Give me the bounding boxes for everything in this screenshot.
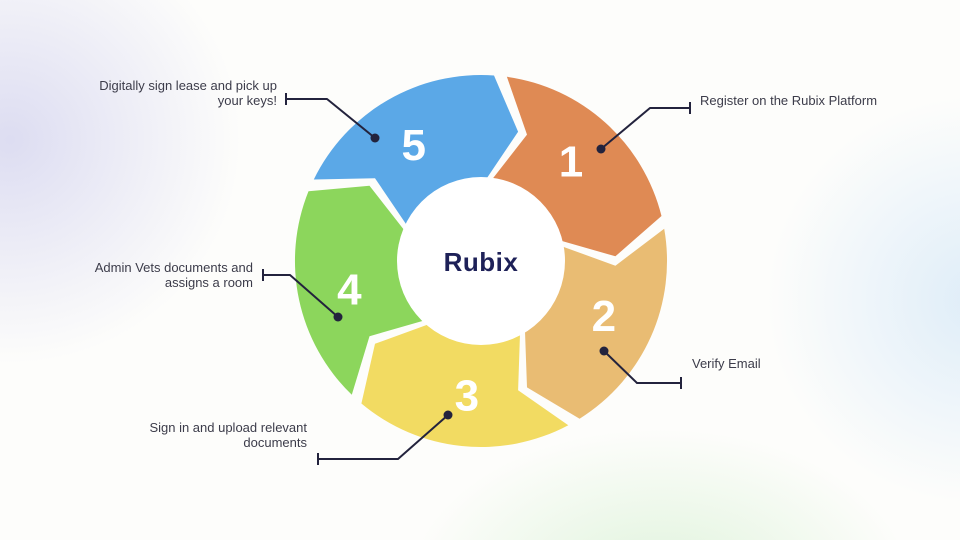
- annotation-step-3-text-line-1: Sign in and upload relevant: [149, 420, 307, 435]
- leader-path-1: [600, 107, 690, 150]
- annotation-step-2: Verify Email: [692, 356, 761, 371]
- center-label: Rubix: [444, 247, 519, 277]
- annotation-step-5-text-line-2: your keys!: [217, 93, 277, 108]
- annotation-step-5: Digitally sign lease and pick up your ke…: [77, 78, 277, 108]
- leader-lines: [262, 93, 691, 465]
- segment-4-number: 4: [337, 266, 362, 315]
- center-circle: [397, 177, 565, 345]
- annotation-step-4-text-line-2: assigns a room: [164, 275, 253, 290]
- leader-line-step-5: [285, 93, 380, 143]
- leader-path-5: [286, 98, 376, 139]
- segment-2-number: 2: [592, 292, 616, 341]
- leader-path-3: [318, 414, 449, 460]
- segment-5: [313, 75, 519, 225]
- leader-line-step-3: [317, 410, 453, 465]
- annotation-step-1-text: Register on the Rubix Platform: [700, 93, 878, 108]
- annotation-step-5-text-line-1: Digitally sign lease and pick up: [99, 78, 277, 93]
- segment-1: [492, 76, 662, 257]
- annotation-step-4-text-line-1: Admin Vets documents and: [94, 260, 253, 275]
- leader-dot-2: [599, 346, 609, 356]
- segment-2: [525, 228, 668, 419]
- segment-1-number: 1: [559, 138, 583, 187]
- leader-path-4: [263, 274, 339, 318]
- segment-5-number: 5: [401, 121, 425, 170]
- annotation-step-3-text-line-2: documents: [243, 435, 307, 450]
- annotation-step-2-text: Verify Email: [692, 356, 761, 371]
- annotation-step-4: Admin Vets documents and assigns a room: [73, 260, 253, 290]
- leader-dot-5: [370, 133, 380, 143]
- segment-3: [361, 324, 569, 447]
- leader-line-step-4: [262, 269, 343, 322]
- leader-line-step-1: [596, 102, 691, 154]
- leader-dot-4: [333, 312, 343, 322]
- segment-3-number: 3: [455, 371, 479, 420]
- leader-path-2: [603, 350, 681, 384]
- annotation-step-1: Register on the Rubix Platform: [700, 93, 877, 108]
- annotation-step-3: Sign in and upload relevant documents: [127, 420, 307, 450]
- leader-dot-1: [596, 144, 606, 154]
- leader-line-step-2: [599, 346, 682, 389]
- wheel: Rubix 1 2 3 4 5: [294, 75, 668, 447]
- leader-dot-3: [443, 410, 453, 420]
- segment-4: [294, 185, 424, 395]
